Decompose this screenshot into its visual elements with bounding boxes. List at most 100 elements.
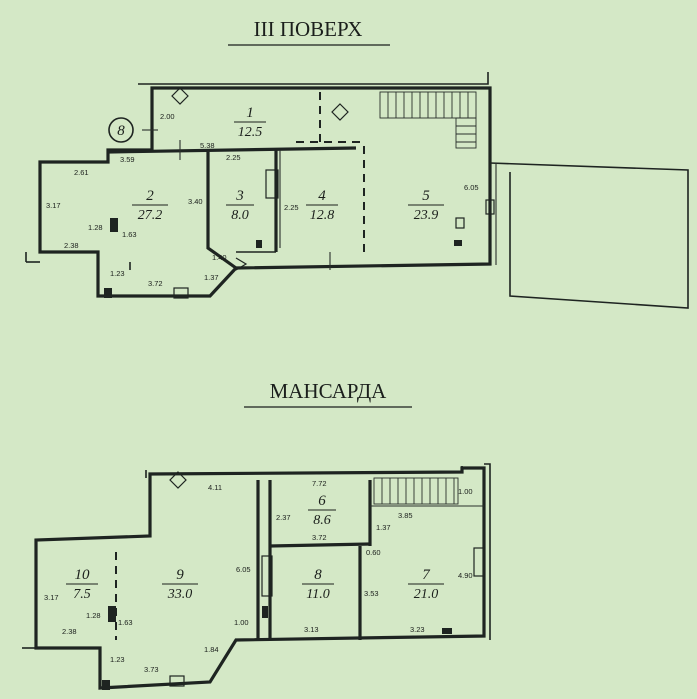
room-9-number: 9 <box>176 567 184 583</box>
floor-3-corner-marker <box>235 257 248 271</box>
floor-3-balcony <box>489 162 689 309</box>
dim-label: 3.17 <box>44 593 59 602</box>
dim-label: 1.40 <box>212 253 227 262</box>
dim-label: 1.63 <box>122 230 137 239</box>
floor-3-room-3-label: 3 8.0 <box>226 188 254 223</box>
dim-label: 1.00 <box>458 487 473 496</box>
dim-label: 3.72 <box>148 279 163 288</box>
attic-roof-edge <box>145 463 491 640</box>
dim-label: 2.37 <box>276 513 291 522</box>
dim-label: 3.53 <box>364 589 379 598</box>
room-6-area: 8.6 <box>313 513 331 528</box>
room-10-number: 10 <box>75 567 91 583</box>
dim-label: 2.25 <box>226 153 241 162</box>
room-9-area: 33.0 <box>167 587 193 602</box>
dim-label: 1.00 <box>234 618 249 627</box>
dim-label: 6.05 <box>236 565 251 574</box>
room-5-number: 5 <box>422 188 430 204</box>
floor-3-plan: III ПОВЕРХ <box>25 17 689 309</box>
floor-3-dimensions: 2.00 3.59 5.38 2.25 2.61 3.17 3.40 2.25 … <box>46 112 479 288</box>
dim-label: 2.61 <box>74 168 89 177</box>
dim-label: 3.40 <box>188 197 203 206</box>
dim-label: 2.38 <box>62 627 77 636</box>
dim-label: 3.17 <box>46 201 61 210</box>
dim-label: 2.00 <box>160 112 175 121</box>
floor-3-staircase <box>379 91 477 149</box>
room-3-number: 3 <box>235 188 244 204</box>
attic-outer-wall <box>34 466 486 690</box>
floor-3-wall-room3-left <box>206 152 237 270</box>
room-7-area: 21.0 <box>414 587 439 602</box>
attic-window-2 <box>102 680 110 690</box>
dim-label: 5.38 <box>200 141 215 150</box>
floor-3-fixture-2 <box>454 240 462 246</box>
attic-dimensions: 4.11 7.72 1.00 2.37 3.72 3.85 1.37 0.60 … <box>44 479 473 674</box>
dim-label: 1.28 <box>86 611 101 620</box>
floor-3-window-2 <box>173 287 189 299</box>
room-10-area: 7.5 <box>73 587 91 602</box>
dim-label: 2.25 <box>284 203 299 212</box>
attic-fixture <box>262 606 268 618</box>
dim-label: 1.37 <box>204 273 219 282</box>
floor-3-room-2-label: 2 27.2 <box>132 188 168 223</box>
room-1-number: 1 <box>246 105 254 121</box>
room-4-area: 12.8 <box>310 208 335 223</box>
floor-3-title: III ПОВЕРХ <box>254 17 363 41</box>
dim-label: 0.60 <box>366 548 381 557</box>
dim-label: 4.11 <box>208 483 222 492</box>
attic-room-7-label: 7 21.0 <box>408 567 444 602</box>
room-8-area: 11.0 <box>306 587 329 602</box>
room-2-area: 27.2 <box>138 208 163 223</box>
room-3-area: 8.0 <box>231 208 249 223</box>
attic-fixture-2 <box>442 628 452 634</box>
dim-label: 3.73 <box>144 665 159 674</box>
dim-label: 1.23 <box>110 655 125 664</box>
floor-3-corridor-wall <box>107 146 357 154</box>
floor-3-diamond-marker-2 <box>331 103 349 121</box>
floor-3-diamond-marker <box>171 87 189 105</box>
dim-label: 1.63 <box>118 618 133 627</box>
dim-label: 3.59 <box>120 155 135 164</box>
attic-room-9-label: 9 33.0 <box>162 567 198 602</box>
dim-label: 1.37 <box>376 523 391 532</box>
attic-diamond-marker <box>169 471 187 489</box>
attic-room-6-label: 6 8.6 <box>308 493 336 528</box>
room-2-number: 2 <box>146 188 154 204</box>
dim-label: 1.84 <box>204 645 219 654</box>
floor-3-axis-marker-label: 8 <box>117 123 125 139</box>
dim-label: 6.05 <box>464 183 479 192</box>
dim-label: 4.90 <box>458 571 473 580</box>
floor-3-fixture-3 <box>256 240 262 248</box>
attic-wall-room6-bottom <box>269 542 371 548</box>
floor-3-axis-marker <box>108 117 134 143</box>
dim-label: 3.85 <box>398 511 413 520</box>
floor-3-window-3 <box>485 199 495 215</box>
floor-3-fixture <box>455 217 465 229</box>
attic-chimney <box>108 606 116 622</box>
attic-room-10-label: 10 7.5 <box>66 567 98 602</box>
dim-label: 3.13 <box>304 625 319 634</box>
attic-title: МАНСАРДА <box>270 379 388 403</box>
floor-3-roof-edge <box>129 72 489 270</box>
dim-label: 1.28 <box>88 223 103 232</box>
room-8-number: 8 <box>314 567 322 583</box>
dim-label: 7.72 <box>312 479 327 488</box>
attic-window-3 <box>169 675 185 687</box>
room-7-number: 7 <box>422 567 431 583</box>
floor-3-room-4-label: 4 12.8 <box>306 188 338 223</box>
attic-vent-shaft <box>261 555 273 597</box>
floor-3-room-1-label: 1 12.5 <box>234 105 266 140</box>
floor-3-chimney <box>110 218 118 232</box>
room-6-number: 6 <box>318 493 326 509</box>
dim-label: 3.23 <box>410 625 425 634</box>
room-4-number: 4 <box>318 188 326 204</box>
attic-window <box>473 547 485 577</box>
attic-plan: МАНСАРДА 6 <box>22 379 491 690</box>
dim-label: 1.23 <box>110 269 125 278</box>
floor-3-window <box>104 288 112 298</box>
dim-label: 2.38 <box>64 241 79 250</box>
room-5-area: 23.9 <box>414 208 439 223</box>
dim-label: 3.72 <box>312 533 327 542</box>
attic-room-8-label: 8 11.0 <box>302 567 334 602</box>
